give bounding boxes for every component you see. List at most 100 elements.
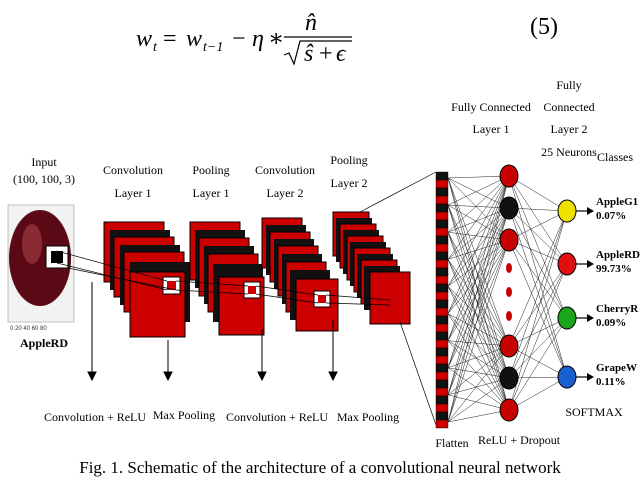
connection-line: [447, 394, 510, 411]
connection-line: [447, 175, 510, 233]
flatten-segment: [435, 195, 449, 205]
connection-line: [447, 313, 510, 347]
eq-w: w: [136, 26, 152, 52]
output-arrow-head: [587, 260, 594, 268]
flatten-segment: [435, 419, 449, 429]
output-arrow-head: [587, 373, 594, 381]
eq-eta: η: [252, 26, 264, 52]
ellipsis-dot: [506, 311, 512, 321]
flatten-segment: [435, 251, 449, 261]
connection-line: [447, 313, 510, 411]
connection-line: [447, 175, 510, 423]
softmax-label: SOFTMAX: [565, 405, 623, 419]
flatten-segment: [435, 355, 449, 365]
connection-line: [447, 340, 510, 411]
update-equation: w t = w t−1 − η ∗ n̂ ŝ + ϵ: [136, 10, 352, 67]
eq-equals: =: [163, 26, 177, 52]
fc1-neuron: [499, 228, 519, 252]
connection-line: [447, 207, 510, 423]
connection-line: [508, 317, 568, 411]
eq-times: ∗: [268, 26, 284, 52]
connection-line: [447, 286, 510, 379]
flatten-segment: [435, 283, 449, 293]
connection-line: [447, 175, 510, 179]
connection-line: [447, 239, 510, 368]
class-name-1: AppleG1: [596, 196, 639, 208]
connection-line: [508, 210, 568, 379]
pool1-feature-maps: [189, 221, 265, 336]
op-max-pool-1: Max Pooling: [152, 408, 216, 422]
output-neuron: [557, 365, 577, 389]
flatten-segment: [435, 291, 449, 301]
connection-line: [508, 376, 568, 379]
conv2-subtitle: Layer 2: [266, 186, 304, 200]
connection-line: [447, 177, 510, 241]
connection-line: [447, 232, 510, 379]
fc1-neuron: [499, 164, 519, 188]
pool1-title: Pooling: [192, 163, 230, 177]
flatten-segment: [435, 267, 449, 277]
class-prob-3: 0.09%: [596, 317, 627, 329]
input-apple-image: 0 20 40 60 80: [7, 204, 75, 332]
connection-line: [447, 205, 510, 379]
connection-line: [508, 207, 568, 212]
class-name-4: GrapeW: [596, 362, 637, 374]
connection-line: [508, 175, 568, 319]
relu-dropout-label: ReLU + Dropout: [478, 433, 561, 447]
connection-line: [508, 263, 568, 379]
eq-w-sub: t: [153, 40, 158, 55]
connection-line: [447, 175, 510, 260]
conv2-title: Convolution: [254, 163, 315, 177]
flatten-segment: [435, 227, 449, 237]
class-prob-2: 99.73%: [596, 263, 632, 275]
flatten-segment: [435, 187, 449, 197]
flatten-segment: [435, 315, 449, 325]
fc2-neuron-count: 25 Neurons: [541, 145, 597, 159]
connection-line: [508, 210, 568, 347]
fc2-title-3: Layer 2: [550, 122, 588, 136]
fc1-title: Fully Connected: [451, 100, 531, 114]
receptive-field-lines: [56, 171, 437, 426]
pool2-title: Pooling: [330, 153, 368, 167]
fc1-subtitle: Layer 1: [472, 122, 510, 136]
operation-arrows: [87, 282, 338, 382]
connection-line: [508, 207, 568, 319]
fc1-neuron: [499, 334, 519, 358]
ellipsis-dot: [506, 287, 512, 297]
flatten-segment: [435, 203, 449, 213]
connection-line: [447, 177, 510, 209]
flatten-segment: [435, 347, 449, 357]
eq-w-prev: w: [186, 26, 202, 52]
conv2-feature-maps: [261, 217, 339, 332]
input-shape: (100, 100, 3): [13, 172, 75, 186]
conv1-feature-maps: [103, 221, 190, 338]
eq-sqrt-sign: [283, 40, 352, 66]
eq-epsilon: ϵ: [336, 41, 347, 67]
output-neuron: [557, 252, 577, 276]
connection-line: [447, 175, 510, 206]
output-neurons: [557, 199, 594, 389]
connection-line: [447, 239, 510, 423]
flatten-segment: [435, 331, 449, 341]
connection-line: [447, 175, 510, 341]
equation-number: (5): [530, 14, 558, 40]
fc1-neuron: [499, 196, 519, 220]
output-arrow-head: [587, 314, 594, 322]
connection-line: [447, 259, 510, 411]
flatten-segment: [435, 371, 449, 381]
flatten-segment: [435, 219, 449, 229]
figure-caption: Fig. 1. Schematic of the architecture of…: [79, 458, 561, 477]
connection-line: [447, 259, 510, 347]
connection-line: [447, 205, 510, 347]
flatten-segment: [435, 243, 449, 253]
connection-line: [508, 210, 568, 411]
connection-line: [447, 286, 510, 347]
eq-s-hat: ŝ: [304, 41, 314, 67]
connection-line: [508, 376, 568, 411]
fc-connections: [447, 175, 568, 423]
connection-line: [508, 175, 568, 378]
connection-line: [447, 177, 510, 411]
conv1-subtitle: Layer 1: [114, 186, 152, 200]
flatten-segment: [435, 299, 449, 309]
